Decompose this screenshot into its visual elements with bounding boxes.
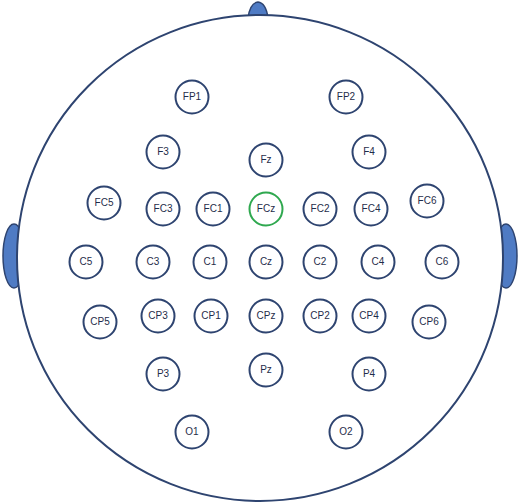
electrode-label: O1 [174, 426, 210, 438]
electrode-label: Fz [248, 154, 284, 166]
electrode: P3 [145, 356, 181, 392]
electrode: CP6 [411, 304, 447, 340]
electrode: F3 [145, 134, 181, 170]
electrode-label: P4 [351, 368, 387, 380]
electrode: C5 [68, 244, 104, 280]
electrode-label: FP1 [174, 91, 210, 103]
electrode-label: FCz [248, 203, 284, 215]
electrode: C4 [360, 244, 396, 280]
electrode-label: F3 [145, 146, 181, 158]
electrode-label: CP6 [411, 316, 447, 328]
electrode-label: FC2 [302, 203, 338, 215]
electrode-label: FC3 [145, 203, 181, 215]
electrode: FC5 [86, 185, 122, 221]
electrode: C3 [135, 244, 171, 280]
electrode-label: C2 [302, 256, 338, 268]
electrode: CP2 [302, 298, 338, 334]
electrode-label: CP3 [140, 310, 176, 322]
electrode: C2 [302, 244, 338, 280]
electrode-label: CPz [248, 310, 284, 322]
electrode: Fz [248, 142, 284, 178]
electrode-label: CP1 [193, 310, 229, 322]
electrode-label: Cz [248, 256, 284, 268]
electrode: Pz [248, 352, 284, 388]
electrode-label: FC4 [353, 203, 389, 215]
electrode: CPz [248, 298, 284, 334]
electrode: CP3 [140, 298, 176, 334]
electrode-label: P3 [145, 368, 181, 380]
electrode-label: CP2 [302, 310, 338, 322]
electrode-label: O2 [328, 426, 364, 438]
head-circle [17, 15, 503, 501]
electrode: F4 [351, 134, 387, 170]
electrode: C6 [424, 244, 460, 280]
electrode: FC2 [302, 191, 338, 227]
electrode: FC1 [195, 191, 231, 227]
electrode: FC4 [353, 191, 389, 227]
electrode-label: C6 [424, 256, 460, 268]
electrode-label: F4 [351, 146, 387, 158]
electrode: FP1 [174, 79, 210, 115]
electrode: P4 [351, 356, 387, 392]
electrode-label: CP5 [82, 316, 118, 328]
electrode-label: FC1 [195, 203, 231, 215]
electrode: FC3 [145, 191, 181, 227]
electrode-label: FC6 [409, 195, 445, 207]
electrode-label: Pz [248, 364, 284, 376]
electrode: FP2 [328, 79, 364, 115]
electrode: O1 [174, 414, 210, 450]
electrode: Cz [248, 244, 284, 280]
electrode-label: CP4 [351, 310, 387, 322]
electrode-label: C5 [68, 256, 104, 268]
electrode: CP5 [82, 304, 118, 340]
electrode: CP4 [351, 298, 387, 334]
electrode-label: C4 [360, 256, 396, 268]
electrode-label: C1 [192, 256, 228, 268]
electrode-label: C3 [135, 256, 171, 268]
electrode: CP1 [193, 298, 229, 334]
electrode: O2 [328, 414, 364, 450]
electrode-label: FC5 [86, 197, 122, 209]
electrode: FCz [248, 191, 284, 227]
electrode-label: FP2 [328, 91, 364, 103]
electrode: FC6 [409, 183, 445, 219]
electrode: C1 [192, 244, 228, 280]
